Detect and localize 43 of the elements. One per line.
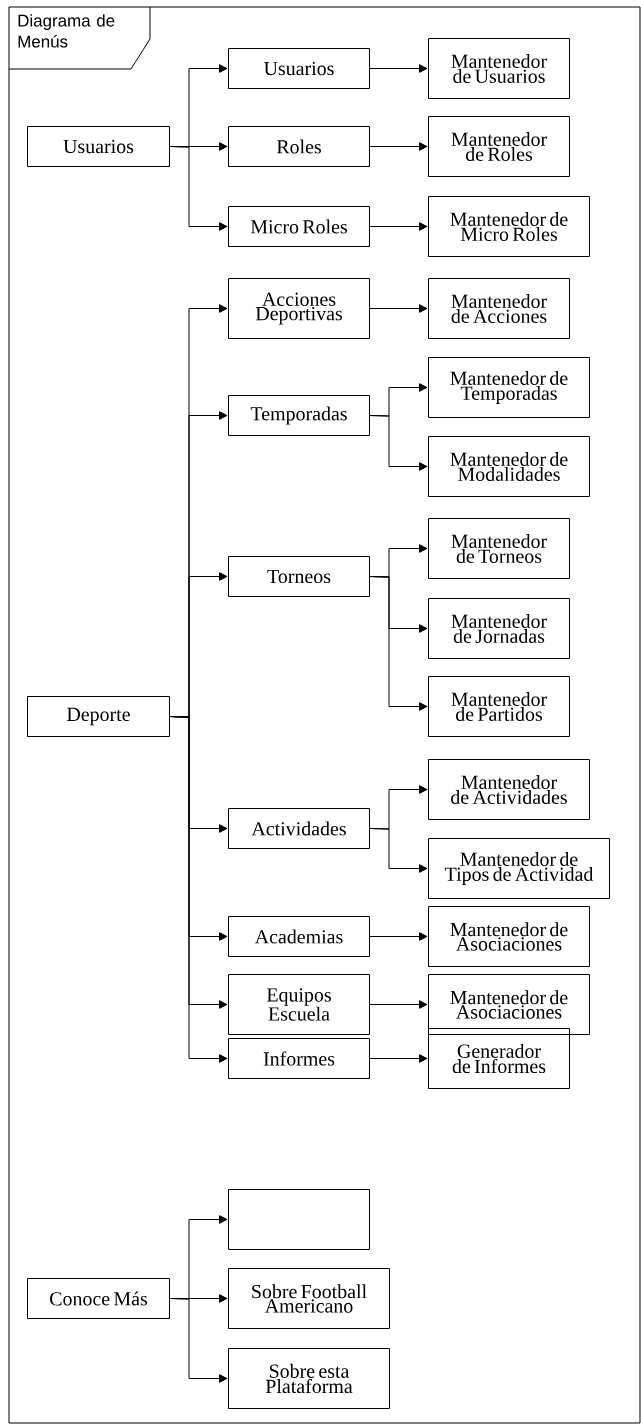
- menu-box: Academias: [228, 916, 370, 957]
- menu-box: Mantenedor de Usuarios: [428, 38, 570, 99]
- menu-box: Sobre esta Plataforma: [228, 1348, 390, 1409]
- arrow: [369, 1000, 428, 1009]
- arrow: [369, 222, 428, 231]
- menu-box: Mantenedor de Temporadas: [428, 357, 590, 418]
- arrow: [369, 142, 428, 151]
- arrow: [369, 64, 428, 73]
- menu-box: Mantenedor de Acciones: [428, 278, 570, 339]
- arrow: [369, 828, 428, 873]
- menu-box: Mantenedor de Torneos: [428, 518, 570, 579]
- menu-box: Acciones Deportivas: [228, 278, 370, 339]
- arrow: [169, 146, 228, 231]
- menu-box: Mantenedor de Actividades: [428, 759, 590, 820]
- menu-box: Micro Roles: [228, 206, 370, 247]
- menu-box: Conoce Más: [27, 1278, 170, 1319]
- menu-box: Mantenedor de Jornadas: [428, 598, 570, 659]
- arrow: [369, 932, 428, 941]
- menu-box: Mantenedor de Asociaciones: [428, 974, 590, 1035]
- arrow: [369, 1054, 428, 1063]
- menu-box: Usuarios: [27, 126, 170, 167]
- arrow: [369, 415, 428, 471]
- menu-box: Deporte: [27, 696, 170, 737]
- arrow: [369, 576, 428, 711]
- menu-box: Mantenedor de Tipos de Actividad: [428, 838, 610, 899]
- menu-box: Mantenedor de Micro Roles: [428, 196, 590, 257]
- menu-box: Roles: [228, 126, 370, 167]
- menu-box: Mantenedor de Roles: [428, 116, 570, 177]
- arrow: [169, 1298, 228, 1383]
- arrow: [169, 716, 228, 1063]
- menu-box: Torneos: [228, 556, 370, 597]
- menu-box: Informes: [228, 1038, 370, 1079]
- menu-box: Mantenedor de Asociaciones: [428, 906, 590, 967]
- menu-box: Mantenedor de Partidos: [428, 676, 570, 737]
- menu-box: Mantenedor de Modalidades: [428, 436, 590, 497]
- arrow: [369, 304, 428, 313]
- menu-box: Temporadas: [228, 395, 370, 436]
- menu-box: Actividades: [228, 808, 370, 849]
- menu-box: Usuarios: [228, 48, 370, 89]
- menu-box: Generador de Informes: [428, 1028, 570, 1089]
- menu-box: [228, 1189, 370, 1250]
- menu-box: Equipos Escuela: [228, 974, 370, 1035]
- menu-box: Sobre Football Americano: [228, 1268, 390, 1329]
